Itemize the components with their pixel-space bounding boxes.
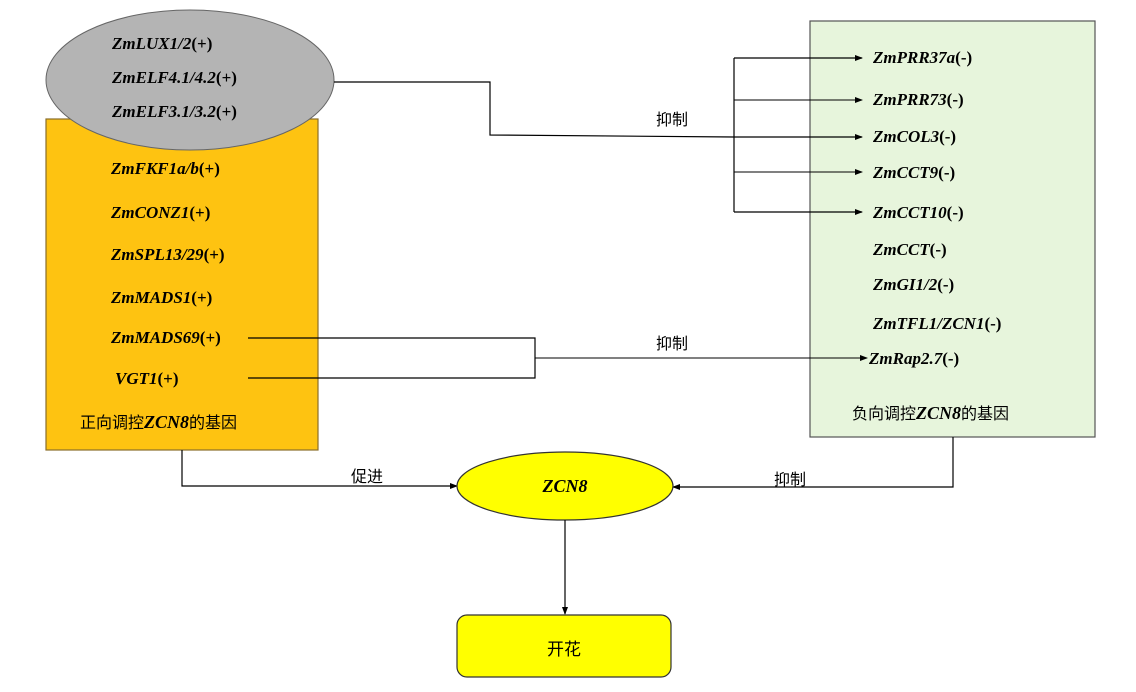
negative-box-caption: 负向调控ZCN8的基因: [852, 403, 1010, 423]
gene-label: ZmMADS69(+): [111, 328, 221, 347]
gene-label: VGT1(+): [115, 369, 179, 388]
positive-regulators-box: [45, 118, 319, 451]
positive-box-caption: 正向调控ZCN8的基因: [80, 412, 238, 432]
edge-label-promote: 促进: [351, 467, 384, 486]
negative-inhibit-arrow: [672, 437, 954, 490]
promote-arrow: [181, 450, 458, 489]
edge-label-mads-inhibit: 抑制: [656, 334, 689, 353]
gene-label: ZmFKF1a/b(+): [111, 159, 220, 178]
gene-label: ZmCONZ1(+): [111, 203, 211, 222]
flowering-label: 开花: [547, 640, 581, 660]
gene-label: ZmELF4.1/4.2(+): [112, 68, 237, 87]
edge-label-ec-inhibit: 抑制: [656, 110, 689, 129]
gene-label: ZmTFL1/ZCN1(-): [873, 314, 1002, 333]
gene-label: ZmCCT9(-): [873, 163, 956, 182]
gene-label: ZmGI1/2(-): [873, 275, 955, 294]
gene-label: ZmMADS1(+): [111, 288, 213, 307]
gene-label: ZmPRR37a(-): [873, 48, 973, 67]
gene-label: ZmCOL3(-): [873, 127, 957, 146]
gene-label: ZmSPL13/29(+): [111, 245, 225, 264]
gene-label: ZmPRR73(-): [873, 90, 964, 109]
evening-complex-ellipse: [45, 9, 335, 151]
gene-label: ZmRap2.7(-): [869, 349, 960, 368]
gene-label: ZmCCT(-): [873, 240, 947, 259]
gene-label: ZmELF3.1/3.2(+): [112, 102, 237, 121]
gene-label: ZmLUX1/2(+): [112, 34, 213, 53]
ec-inhibition-line: [334, 81, 735, 138]
negative-regulators-box: [809, 20, 1096, 438]
gene-label: ZmCCT10(-): [873, 203, 964, 222]
flowering-box: [456, 614, 672, 678]
zcn8-label: ZCN8: [542, 476, 588, 496]
edge-label-negative-inhibit: 抑制: [774, 470, 807, 489]
